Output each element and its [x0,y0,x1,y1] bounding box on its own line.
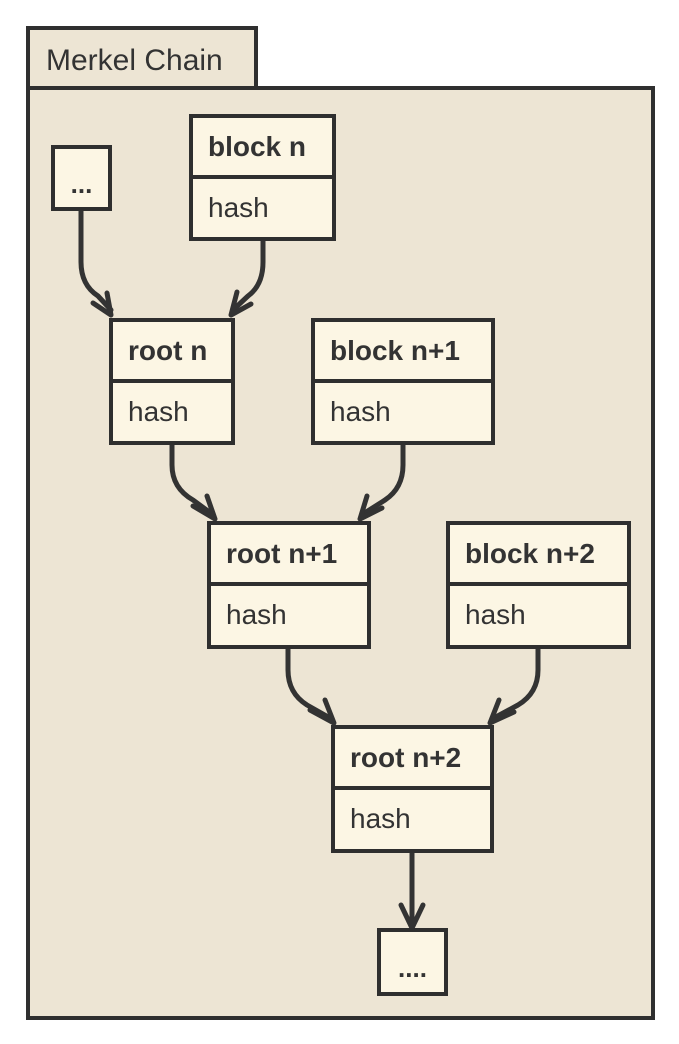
root-n-title: root n [113,322,231,383]
arrowhead-root-n1-to-root-n2 [307,697,337,726]
root-n2-title: root n+2 [335,729,490,790]
arrowhead-root-n-to-root-n1 [190,493,218,522]
block-n1-title: block n+1 [315,322,491,383]
block-n2-hash: hash [465,599,526,630]
block-n1-node: block n+1 hash [311,318,495,445]
root-n1-hash: hash [226,599,287,630]
block-n1-hash: hash [330,396,391,427]
root-n-node: root n hash [109,318,235,445]
block-n-hash: hash [208,192,269,223]
package-tab: Merkel Chain [26,26,258,88]
block-n2-title: block n+2 [450,525,627,586]
root-n1-node: root n+1 hash [207,521,371,649]
ellipsis-node-bottom: .... [377,928,448,996]
ellipsis-label-top: ... [70,169,93,199]
edge-block-n1-to-root-n1 [360,441,406,517]
arrowhead-block-n2-to-root-n2 [487,697,517,726]
arrowhead-dots-to-root-n [90,290,114,318]
edge-block-n2-to-root-n2 [491,645,541,721]
root-n1-title: root n+1 [211,525,367,586]
ellipsis-label-bottom: .... [398,953,427,983]
edge-dots-to-root-n [78,207,114,313]
root-n2-node: root n+2 hash [331,725,494,853]
package-title: Merkel Chain [46,44,223,77]
root-n-hash: hash [128,396,189,427]
ellipsis-node-top: ... [51,145,112,211]
block-n2-node: block n+2 hash [446,521,631,649]
edge-root-n1-to-root-n2 [285,645,333,721]
arrowhead-block-n-to-root-n [228,289,254,318]
block-n-node: block n hash [189,114,336,241]
root-n2-hash: hash [350,803,411,834]
edge-block-n-to-root-n [230,237,266,313]
block-n-title: block n [193,118,332,179]
arrowhead-block-n1-to-root-n1 [357,493,385,522]
edge-root-n-to-root-n1 [169,441,215,517]
